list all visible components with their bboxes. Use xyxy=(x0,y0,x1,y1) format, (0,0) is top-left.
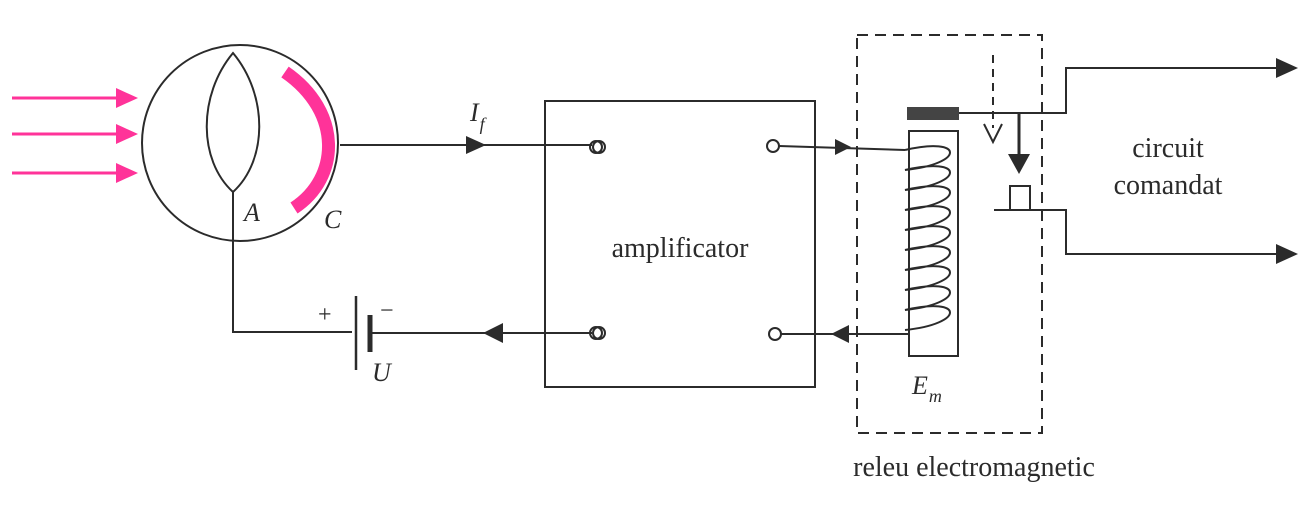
armature-motion-arrow xyxy=(1008,154,1030,174)
anode-label: A xyxy=(242,198,260,227)
anode-wire xyxy=(232,192,352,333)
controlled-circuit-label-line1: circuit xyxy=(1132,133,1204,164)
return-arrow xyxy=(483,323,503,343)
amplifier-label: amplificator xyxy=(612,233,750,264)
anode-electrode xyxy=(205,51,261,194)
photocell-envelope xyxy=(141,44,339,242)
output-terminal xyxy=(766,139,780,153)
input-terminal xyxy=(592,326,606,340)
output-arrow-top xyxy=(1276,58,1298,78)
light-rays xyxy=(12,88,138,183)
battery xyxy=(354,296,373,370)
controlled-circuit-label-line2: comandat xyxy=(1114,170,1223,201)
coil-label: Em xyxy=(911,371,942,406)
armature-dashed-arrow xyxy=(983,123,1003,145)
photocell xyxy=(141,44,339,242)
relay-armature xyxy=(907,107,959,120)
coil-winding xyxy=(904,145,951,331)
amplifier-box xyxy=(544,100,816,388)
output-arrow-bottom xyxy=(1276,244,1298,264)
current-label: If xyxy=(469,98,488,134)
light-ray-arrow xyxy=(116,163,138,183)
cathode-label: C xyxy=(324,205,342,234)
battery-plus-sign: + xyxy=(318,302,332,328)
current-arrow xyxy=(466,136,486,154)
light-ray-arrow xyxy=(116,124,138,144)
output-terminal xyxy=(768,327,782,341)
output-wire-top xyxy=(959,67,1278,114)
coil-return-arrow xyxy=(831,325,849,343)
electromagnet-coil xyxy=(904,145,951,331)
relay-enclosure xyxy=(856,34,1043,434)
voltage-label: U xyxy=(372,358,393,387)
fixed-contact xyxy=(1009,185,1031,211)
light-ray-arrow xyxy=(116,88,138,108)
output-wire-bottom xyxy=(994,209,1278,255)
relay-label: releu electromagnetic xyxy=(853,452,1095,483)
battery-minus-sign: − xyxy=(380,298,394,324)
input-terminal xyxy=(592,140,606,154)
cathode-electrode xyxy=(281,66,335,214)
electromagnet-core xyxy=(908,130,959,357)
coil-feed-arrow xyxy=(835,139,851,155)
